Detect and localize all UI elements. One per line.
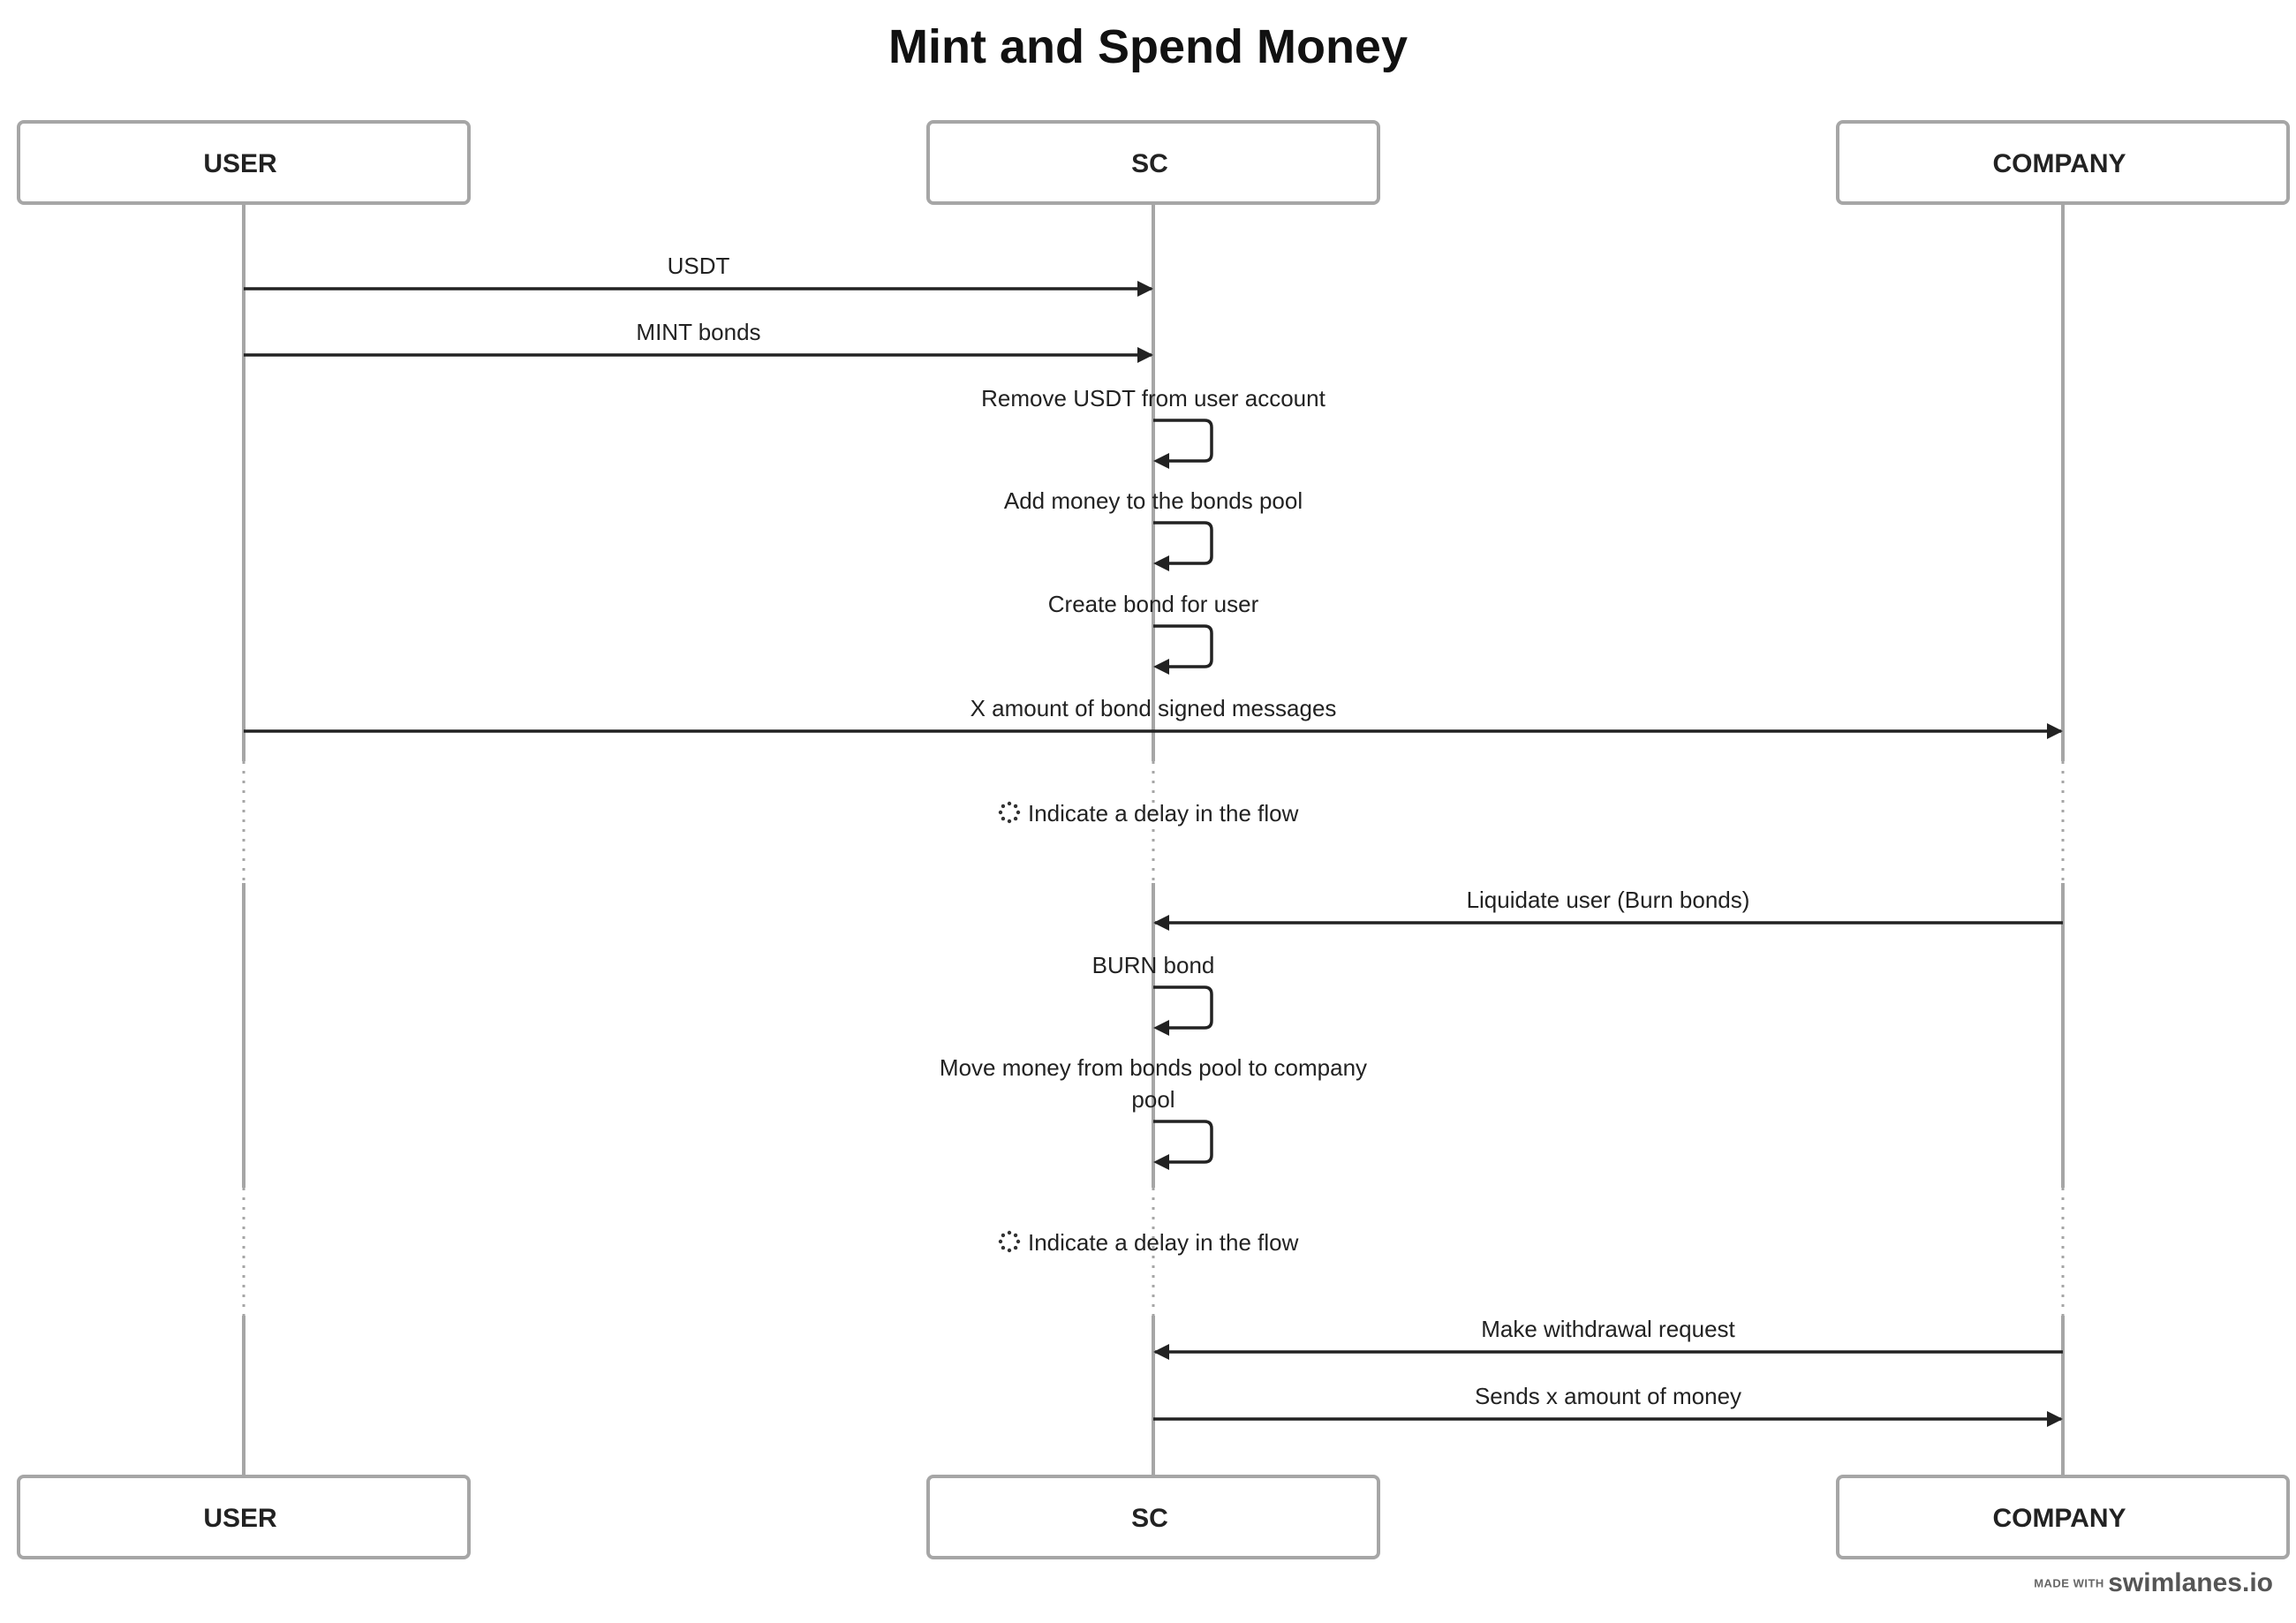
step-message[interactable]: Make withdrawal request bbox=[1153, 1316, 2063, 1360]
actor-label-user: USER bbox=[203, 149, 277, 178]
made-with-label: MADE WITH bbox=[2034, 1576, 2104, 1590]
arrow-head bbox=[1153, 1154, 1169, 1170]
actor-label-user: USER bbox=[203, 1504, 277, 1533]
actor-box-user-top[interactable]: USER bbox=[17, 120, 471, 205]
self-arrow bbox=[1153, 419, 1213, 463]
self-arrow bbox=[1153, 521, 1213, 565]
delay-icon bbox=[998, 1230, 1021, 1253]
footer-branding[interactable]: MADE WITH swimlanes.io bbox=[2034, 1568, 2273, 1598]
self-message-label: Remove USDT from user account bbox=[981, 385, 1325, 411]
self-arrow bbox=[1153, 985, 1213, 1030]
step-delay[interactable]: Indicate a delay in the flow bbox=[998, 800, 1299, 827]
message-label: Sends x amount of money bbox=[1475, 1383, 1741, 1409]
arrow-head bbox=[1153, 1344, 1169, 1360]
delay-label: Indicate a delay in the flow bbox=[1028, 1229, 1299, 1256]
message-label: Make withdrawal request bbox=[1481, 1316, 1735, 1342]
arrow-head bbox=[2047, 1411, 2063, 1427]
arrow-head bbox=[1153, 915, 1169, 931]
actor-box-user-bottom[interactable]: USER bbox=[17, 1475, 471, 1559]
lifelines bbox=[242, 203, 2065, 1476]
self-arrow bbox=[1153, 624, 1213, 668]
message-label: USDT bbox=[668, 253, 730, 279]
step-message[interactable]: MINT bonds bbox=[244, 319, 1153, 363]
actor-box-sc-bottom[interactable]: SC bbox=[926, 1475, 1380, 1559]
actor-label-sc: SC bbox=[1131, 1504, 1168, 1533]
message-label: Liquidate user (Burn bonds) bbox=[1467, 887, 1750, 913]
message-label: MINT bonds bbox=[636, 319, 760, 345]
arrow-head bbox=[1153, 1020, 1169, 1036]
self-message-label: Move money from bonds pool to company bbox=[940, 1054, 1367, 1081]
arrow-head bbox=[1153, 555, 1169, 571]
step-message[interactable]: X amount of bond signed messages bbox=[244, 695, 2063, 739]
actor-box-company-top[interactable]: COMPANY bbox=[1836, 120, 2290, 205]
actor-label-sc: SC bbox=[1131, 149, 1168, 178]
self-message-label: BURN bond bbox=[1092, 952, 1215, 978]
arrow-head bbox=[1137, 281, 1153, 297]
swimlanes-brand[interactable]: swimlanes.io bbox=[2108, 1568, 2273, 1597]
arrow-head bbox=[2047, 723, 2063, 739]
actor-box-company-bottom[interactable]: COMPANY bbox=[1836, 1475, 2290, 1559]
delay-icon bbox=[998, 801, 1021, 824]
step-self[interactable]: BURN bond bbox=[1092, 952, 1215, 1036]
step-self[interactable]: Add money to the bonds pool bbox=[1004, 487, 1303, 571]
step-self[interactable]: Create bond for user bbox=[1048, 591, 1259, 675]
arrow-head bbox=[1137, 347, 1153, 363]
step-self[interactable]: Remove USDT from user account bbox=[981, 385, 1326, 469]
step-message[interactable]: USDT bbox=[244, 253, 1153, 297]
actor-label-company: COMPANY bbox=[1992, 1504, 2126, 1533]
message-label: X amount of bond signed messages bbox=[971, 695, 1337, 721]
self-arrow bbox=[1153, 1120, 1213, 1164]
self-message-label: Create bond for user bbox=[1048, 591, 1259, 617]
delay-label: Indicate a delay in the flow bbox=[1028, 800, 1299, 827]
step-message[interactable]: Sends x amount of money bbox=[1153, 1383, 2063, 1427]
self-message-label: Add money to the bonds pool bbox=[1004, 487, 1303, 514]
arrow-head bbox=[1153, 453, 1169, 469]
step-delay[interactable]: Indicate a delay in the flow bbox=[998, 1229, 1299, 1256]
actor-label-company: COMPANY bbox=[1992, 149, 2126, 178]
diagram-title: Mint and Spend Money bbox=[888, 20, 1408, 73]
step-self[interactable]: Move money from bonds pool to company poo… bbox=[940, 1054, 1367, 1170]
self-message-label-line2: pool bbox=[1131, 1086, 1174, 1113]
arrow-head bbox=[1153, 659, 1169, 675]
step-message[interactable]: Liquidate user (Burn bonds) bbox=[1153, 887, 2063, 931]
actor-box-sc-top[interactable]: SC bbox=[926, 120, 1380, 205]
